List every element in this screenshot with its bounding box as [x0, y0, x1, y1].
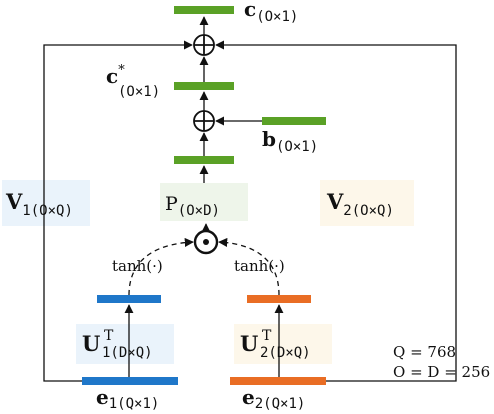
u2-label: U	[240, 331, 258, 356]
u1-output-vector	[97, 295, 161, 303]
dims-q-label: Q = 768	[393, 343, 456, 361]
e2-vector	[230, 377, 326, 385]
v1-label: V1(O×Q)	[5, 189, 73, 219]
b-vector	[262, 117, 326, 125]
e1-vector	[82, 377, 178, 385]
p-box	[160, 183, 248, 221]
tanh-left-label: tanh(·)	[112, 257, 163, 275]
u1-box	[76, 324, 174, 364]
hadamard-operator	[193, 229, 219, 255]
tanh-right-label: tanh(·)	[234, 257, 285, 275]
u1-label: U	[82, 331, 100, 356]
mid-add-operator	[193, 110, 215, 132]
p-output-vector	[174, 156, 234, 164]
top-add-operator	[193, 34, 215, 56]
e1-label: e1(Q×1)	[96, 385, 159, 412]
e2-label: e2(Q×1)	[242, 385, 305, 412]
u2-output-vector	[247, 295, 311, 303]
cstar-label: c*	[106, 63, 125, 88]
p-label: P(O×D)	[165, 193, 220, 219]
b-label: b(O×1)	[262, 127, 318, 155]
u2-sub-label: 2(D×Q)	[260, 345, 311, 361]
dims-od-label: O = D = 256	[393, 363, 490, 381]
u2-box	[234, 324, 332, 364]
cstar-vector	[174, 82, 234, 90]
cstar-sub-label: (O×1)	[118, 84, 160, 100]
tanh-dashed-arcs	[128, 237, 280, 296]
v2-label: V2(O×Q)	[326, 189, 394, 219]
u2-sup-label: T	[262, 328, 272, 344]
connections	[43, 16, 457, 382]
c-vector	[174, 6, 234, 14]
v1-box	[2, 180, 90, 226]
v2-box	[320, 180, 414, 226]
u1-sub-label: 1(D×Q)	[102, 345, 153, 361]
c-label: c(O×1)	[244, 0, 298, 25]
u1-sup-label: T	[104, 328, 114, 344]
